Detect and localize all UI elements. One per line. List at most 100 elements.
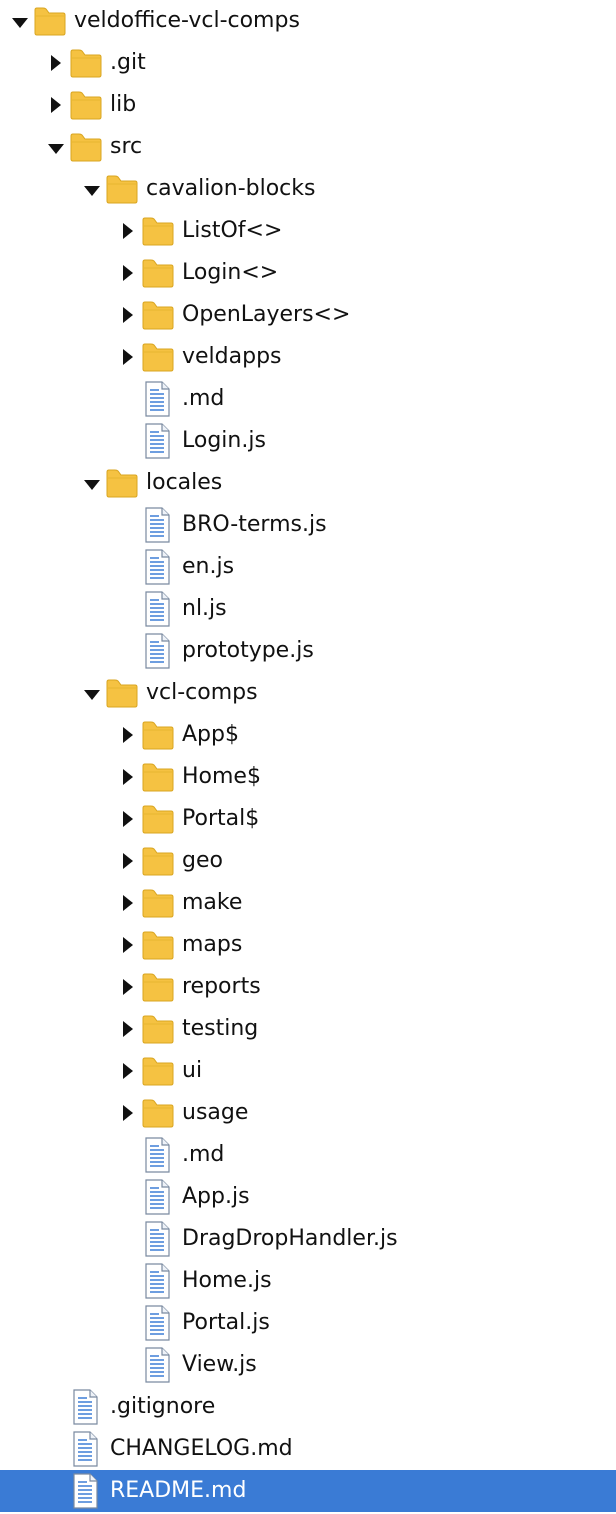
tree-row-dragdrophandler-js[interactable]: DragDropHandler.js [0,1218,616,1260]
tree-row-md[interactable]: .md [0,378,616,420]
disclosure-collapsed-icon[interactable] [123,1105,133,1121]
disclosure-collapsed-icon[interactable] [123,1063,133,1079]
tree-row-veldapps[interactable]: veldapps [0,336,616,378]
tree-item-label: App.js [182,1184,250,1209]
tree-row-home-js[interactable]: Home.js [0,1260,616,1302]
folder-icon [142,210,174,252]
disclosure-collapsed-icon[interactable] [123,853,133,869]
tree-item-label: geo [182,848,223,873]
disclosure-expanded-icon[interactable] [84,186,100,196]
tree-item-label: veldapps [182,344,282,369]
disclosure-expanded-icon[interactable] [84,690,100,700]
tree-item-label: Login.js [182,428,266,453]
tree-row-ui[interactable]: ui [0,1050,616,1092]
file-icon [70,1428,102,1470]
tree-row-md[interactable]: .md [0,1134,616,1176]
file-icon [142,1260,174,1302]
folder-icon [142,336,174,378]
tree-row-maps[interactable]: maps [0,924,616,966]
tree-row-nl-js[interactable]: nl.js [0,588,616,630]
disclosure-collapsed-icon[interactable] [123,895,133,911]
folder-icon [142,1092,174,1134]
tree-row-usage[interactable]: usage [0,1092,616,1134]
tree-item-label: prototype.js [182,638,314,663]
folder-icon [142,882,174,924]
tree-row-prototype-js[interactable]: prototype.js [0,630,616,672]
file-icon [142,1302,174,1344]
tree-row-listof[interactable]: ListOf<> [0,210,616,252]
tree-item-label: nl.js [182,596,227,621]
folder-icon [70,42,102,84]
tree-row-make[interactable]: make [0,882,616,924]
file-icon [70,1470,102,1512]
tree-row-portal[interactable]: Portal$ [0,798,616,840]
disclosure-collapsed-icon[interactable] [51,55,61,71]
tree-row-locales[interactable]: locales [0,462,616,504]
tree-row-readme-md[interactable]: README.md [0,1470,616,1512]
tree-item-label: locales [146,470,223,495]
file-icon [142,630,174,672]
tree-item-label: ListOf<> [182,218,283,243]
disclosure-collapsed-icon[interactable] [51,97,61,113]
tree-item-label: .git [110,50,146,75]
tree-row-geo[interactable]: geo [0,840,616,882]
disclosure-collapsed-icon[interactable] [123,223,133,239]
folder-icon [142,714,174,756]
tree-row-veldoffice-vcl-comps[interactable]: veldoffice-vcl-comps [0,0,616,42]
tree-item-label: BRO-terms.js [182,512,327,537]
disclosure-expanded-icon[interactable] [48,144,64,154]
tree-item-label: DragDropHandler.js [182,1226,398,1251]
tree-row-app[interactable]: App$ [0,714,616,756]
file-icon [142,1134,174,1176]
disclosure-collapsed-icon[interactable] [123,349,133,365]
tree-item-label: make [182,890,243,915]
tree-row-cavalion-blocks[interactable]: cavalion-blocks [0,168,616,210]
tree-item-label: src [110,134,143,159]
tree-row-openlayers[interactable]: OpenLayers<> [0,294,616,336]
tree-row-login[interactable]: Login<> [0,252,616,294]
tree-item-label: en.js [182,554,235,579]
disclosure-expanded-icon[interactable] [12,18,28,28]
tree-row-en-js[interactable]: en.js [0,546,616,588]
disclosure-collapsed-icon[interactable] [123,307,133,323]
disclosure-collapsed-icon[interactable] [123,769,133,785]
tree-row-gitignore[interactable]: .gitignore [0,1386,616,1428]
disclosure-collapsed-icon[interactable] [123,937,133,953]
file-icon [142,1176,174,1218]
tree-item-label: .gitignore [110,1394,216,1419]
file-icon [142,420,174,462]
tree-row-app-js[interactable]: App.js [0,1176,616,1218]
folder-icon [142,252,174,294]
tree-row-vcl-comps[interactable]: vcl-comps [0,672,616,714]
tree-row-testing[interactable]: testing [0,1008,616,1050]
tree-row-git[interactable]: .git [0,42,616,84]
tree-item-label: OpenLayers<> [182,302,351,327]
disclosure-expanded-icon[interactable] [84,480,100,490]
tree-row-login-js[interactable]: Login.js [0,420,616,462]
disclosure-collapsed-icon[interactable] [123,979,133,995]
disclosure-collapsed-icon[interactable] [123,727,133,743]
folder-icon [142,798,174,840]
tree-item-label: vcl-comps [146,680,258,705]
tree-row-view-js[interactable]: View.js [0,1344,616,1386]
tree-row-reports[interactable]: reports [0,966,616,1008]
tree-row-changelog-md[interactable]: CHANGELOG.md [0,1428,616,1470]
tree-row-src[interactable]: src [0,126,616,168]
tree-item-label: veldoffice-vcl-comps [74,8,300,33]
tree-item-label: View.js [182,1352,257,1377]
folder-icon [142,294,174,336]
disclosure-collapsed-icon[interactable] [123,811,133,827]
tree-item-label: App$ [182,722,239,747]
tree-row-portal-js[interactable]: Portal.js [0,1302,616,1344]
tree-row-home[interactable]: Home$ [0,756,616,798]
tree-item-label: lib [110,92,137,117]
tree-item-label: Login<> [182,260,279,285]
disclosure-collapsed-icon[interactable] [123,265,133,281]
tree-item-label: Portal.js [182,1310,270,1335]
disclosure-collapsed-icon[interactable] [123,1021,133,1037]
tree-item-label: .md [182,386,225,411]
folder-icon [142,1050,174,1092]
tree-row-lib[interactable]: lib [0,84,616,126]
tree-row-bro-terms-js[interactable]: BRO-terms.js [0,504,616,546]
tree-item-label: CHANGELOG.md [110,1436,293,1461]
